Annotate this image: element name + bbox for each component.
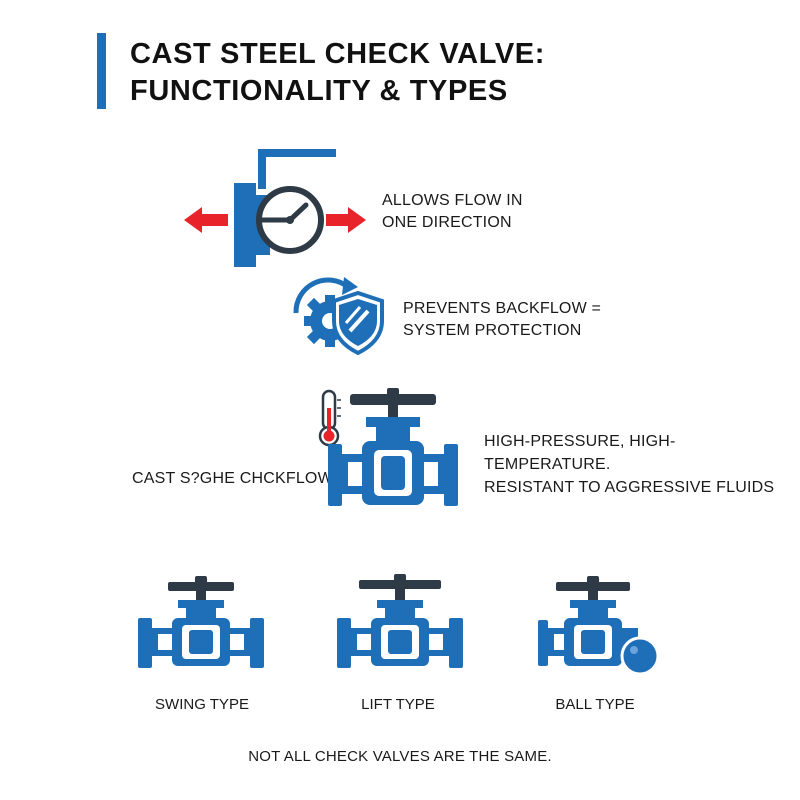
material-label-line-3: RESISTANT TO AGGRESSIVE FLUIDS	[484, 479, 775, 496]
backflow-label-line-2: SYSTEM PROTECTION	[403, 322, 582, 339]
type-label-swing: SWING TYPE	[155, 696, 249, 713]
check-valve-arrows-icon	[184, 149, 366, 267]
ball-type-valve-icon	[538, 576, 660, 676]
type-label-ball: BALL TYPE	[555, 696, 635, 713]
swing-type-valve-icon	[138, 576, 264, 668]
material-label-line-1: HIGH-PRESSURE, HIGH-	[484, 433, 676, 450]
flow-label-line-2: ONE DIRECTION	[382, 214, 512, 231]
page-title: CAST STEEL CHECK VALVE: FUNCTIONALITY & …	[130, 36, 545, 110]
backflow-label-line-1: PREVENTS BACKFLOW =	[403, 300, 602, 317]
title-accent-bar	[97, 33, 106, 109]
cast-steel-label: CAST S?GHE CHCKFLOW	[132, 470, 333, 487]
flow-label-line-1: ALLOWS FLOW IN	[382, 192, 523, 209]
flow-label: ALLOWS FLOW IN ONE DIRECTION	[382, 190, 523, 234]
material-label-line-2: TEMPERATURE.	[484, 456, 611, 473]
lift-type-valve-icon	[337, 574, 463, 668]
large-valve-icon	[328, 388, 458, 506]
gear-shield-icon	[293, 277, 384, 356]
title-line-1: CAST STEEL CHECK VALVE:	[130, 38, 545, 70]
type-label-lift: LIFT TYPE	[361, 696, 435, 713]
footer-note: NOT ALL CHECK VALVES ARE THE SAME.	[248, 748, 552, 765]
material-label: HIGH-PRESSURE, HIGH- TEMPERATURE. RESIST…	[484, 430, 774, 499]
backflow-label: PREVENTS BACKFLOW = SYSTEM PROTECTION	[403, 298, 601, 342]
title-line-2: FUNCTIONALITY & TYPES	[130, 75, 508, 107]
